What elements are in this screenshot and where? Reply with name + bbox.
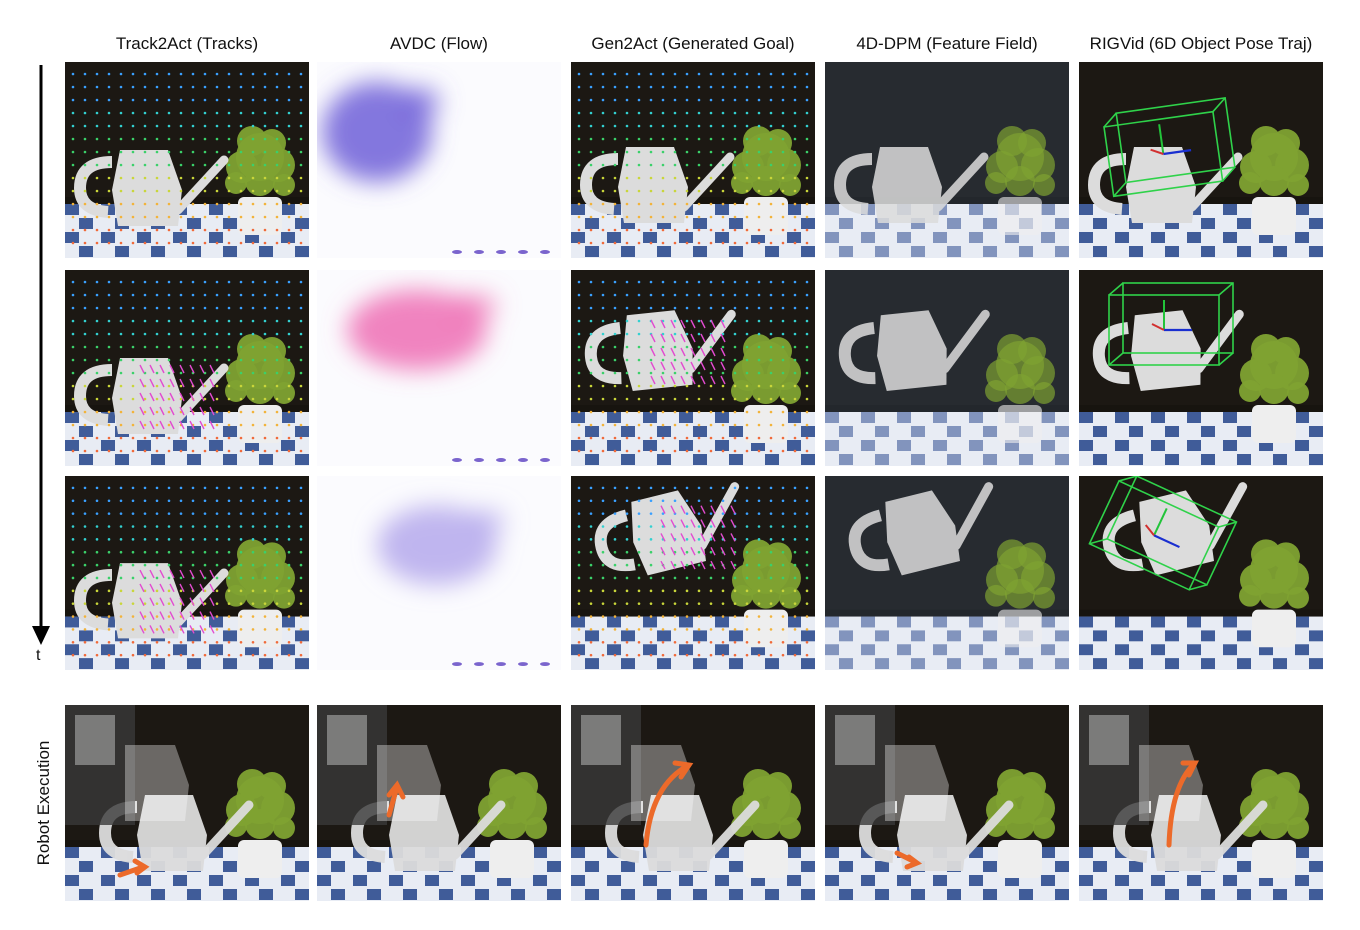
panel-image: [825, 62, 1069, 258]
panel-image: [825, 705, 1069, 901]
panel-goal-step-1: [571, 62, 815, 258]
panel-image: [571, 476, 815, 670]
panel-image: [65, 705, 309, 901]
panel-image: [65, 62, 309, 258]
panel-goal-step-3: [571, 476, 815, 670]
panel-flow-step-3: [317, 476, 561, 670]
panel-robot-execution-feature: [825, 705, 1069, 901]
panel-image: [1079, 62, 1323, 258]
panel-tracks-step-1: [65, 62, 309, 258]
panel-image: [317, 705, 561, 901]
panel-feature-step-1: [825, 62, 1069, 258]
panel-feature-step-2: [825, 270, 1069, 466]
panel-image: [571, 705, 815, 901]
panel-image: [317, 62, 561, 258]
column-title-tracks: Track2Act (Tracks): [115, 34, 259, 53]
panel-robot-execution-tracks: [65, 705, 309, 901]
panel-feature-step-3: [825, 476, 1069, 670]
panel-robot-execution-goal: [571, 705, 815, 901]
panel-image: [571, 62, 815, 258]
column-title-feature: 4D-DPM (Feature Field): [856, 34, 1038, 53]
panel-image: [65, 476, 309, 670]
panel-robot-execution-pose: [1079, 705, 1323, 901]
panel-image: [1079, 476, 1323, 670]
panel-image: [65, 270, 309, 466]
panel-pose-step-3: [1079, 476, 1323, 670]
panel-flow-step-2: [317, 270, 561, 466]
time-axis-arrow-icon: [32, 65, 50, 645]
panel-image: [571, 270, 815, 466]
panel-image: [825, 476, 1069, 670]
panel-image: [317, 270, 561, 466]
panel-robot-execution-flow: [317, 705, 561, 901]
column-title-goal: Gen2Act (Generated Goal): [591, 34, 795, 53]
panel-tracks-step-3: [65, 476, 309, 670]
time-axis-label: t: [36, 647, 41, 664]
panel-pose-step-2: [1079, 270, 1323, 466]
panel-flow-step-1: [317, 62, 561, 258]
column-title-flow: AVDC (Flow): [390, 34, 488, 53]
panel-tracks-step-2: [65, 270, 309, 466]
panel-image: [1079, 705, 1323, 901]
panel-image: [825, 270, 1069, 466]
panel-image: [317, 476, 561, 670]
panel-goal-step-2: [571, 270, 815, 466]
panel-pose-step-1: [1079, 62, 1323, 258]
robot-execution-label: Robot Execution: [34, 740, 53, 866]
panel-image: [1079, 270, 1323, 466]
column-title-pose: RIGVid (6D Object Pose Traj): [1089, 34, 1313, 53]
